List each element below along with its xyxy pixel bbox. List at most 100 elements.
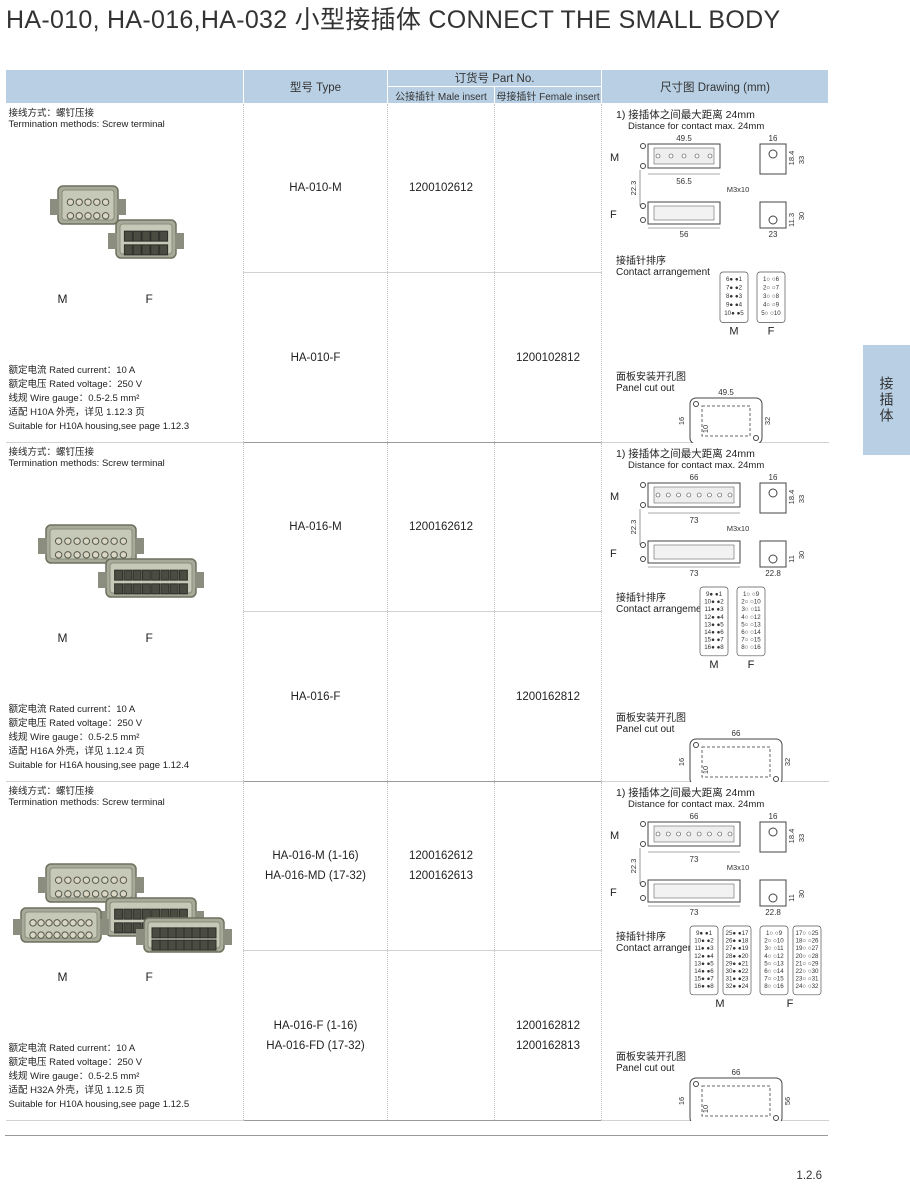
contact-pin-label: 17○ ○25 [796, 930, 820, 937]
contact-pin-label: 4○ ○12 [741, 614, 761, 621]
contact-pin-label: 16● ●8 [704, 644, 724, 651]
termination-cn: 接线方式：螺钉压接 [8, 447, 95, 458]
spec-table: 型号 Type 订货号 Part No. 尺寸图 Drawing (mm) 公接… [5, 69, 830, 1121]
dimension-label: 73 [690, 516, 699, 525]
type-value: HA-010-M [289, 182, 342, 194]
arrangement-label-m: M [715, 998, 724, 1010]
female-insert-cell: 1200162812 [493, 611, 603, 782]
dimension-label: 56 [680, 230, 689, 239]
dimension-label: 66 [732, 729, 741, 738]
contact-pin-label: 32● ●24 [726, 983, 750, 990]
contact-pin-label: 5○ ○13 [741, 621, 761, 628]
contact-pin-label: 7○ ○15 [741, 637, 761, 644]
female-photo-2 [134, 912, 234, 965]
dimension-label: 30 [797, 890, 806, 898]
male-photo [36, 858, 146, 915]
female-insert-cell [493, 103, 603, 273]
dimension-label: 66 [690, 473, 699, 482]
rating-line: 线规 Wire gauge：0.5-2.5 mm² [8, 1071, 140, 1082]
rating-line: 额定电压 Rated voltage：250 V [8, 1057, 143, 1068]
cutout-cn: 面板安装开孔图 [616, 1052, 687, 1063]
contact-distance-en: Distance for contact max. 24mm [628, 799, 765, 810]
male-insert-cell: 1200162612 [387, 442, 495, 612]
contact-pin-label: 25● ●17 [726, 930, 750, 937]
contact-pin-label: 2○ ○10 [741, 599, 761, 606]
header-female-insert: 母接插针 Female insert [493, 86, 603, 104]
contact-pin-label: 6○ ○14 [764, 968, 784, 975]
rating-line: 适配 H32A 外壳，详见 1.12.5 页 [8, 1085, 145, 1096]
dimension-label: 16 [677, 1097, 686, 1105]
contact-pin-label: 9● ●1 [696, 930, 713, 937]
male-photo [36, 519, 146, 576]
drawing-label-f: F [610, 887, 617, 899]
arrangement-en: Contact arrangement [616, 267, 710, 278]
male-insert-cell [387, 272, 495, 443]
contact-pin-label: 1○ ○6 [763, 276, 780, 283]
contact-pin-label: 14● ●6 [704, 629, 724, 636]
label-m: M [57, 292, 68, 306]
type-cell: HA-016-M [243, 442, 388, 612]
cutout-en: Panel cut out [616, 724, 675, 735]
female-insert-cell [493, 442, 603, 612]
contact-pin-label: 29● ●21 [726, 960, 750, 967]
header-blank [5, 69, 244, 104]
contact-pin-label: 1○ ○9 [743, 591, 760, 598]
table-row: HA-016-F 1200162812 [6, 611, 829, 782]
rating-line: 适配 H10A 外壳，详见 1.12.3 页 [8, 407, 145, 418]
arrangement-female-box [756, 271, 786, 323]
dimension-label: M3x10 [727, 185, 750, 194]
male-photo [48, 180, 128, 237]
dimension-label: M3x10 [727, 863, 750, 872]
type-cell: HA-016-F (1-16)HA-016-FD (17-32) [243, 950, 388, 1121]
termination-en: Termination methods: Screw terminal [8, 119, 165, 130]
label-f: F [145, 292, 153, 306]
contact-pin-label: 16● ●8 [694, 983, 714, 990]
dimension-label: 22.3 [629, 181, 638, 196]
header-type: 型号 Type [243, 69, 388, 104]
type-cell: HA-016-F [243, 611, 388, 782]
rating-line: 额定电压 Rated voltage：250 V [8, 379, 143, 390]
table-row: HA-016-F (1-16)HA-016-FD (17-32) 12001628… [6, 950, 829, 1121]
cutout-cn: 面板安装开孔图 [616, 372, 687, 383]
dimension-label: 16 [769, 473, 778, 482]
contact-pin-label: 21○ ○29 [796, 960, 820, 967]
female-photo [96, 553, 206, 610]
contact-pin-label: 19○ ○27 [796, 945, 820, 952]
dimension-label: 11 [787, 894, 796, 902]
male-insert-cell [387, 950, 495, 1121]
arrangement-male-box [699, 586, 729, 657]
contact-pin-label: 5○ ○10 [761, 310, 781, 317]
termination-cn: 接线方式：螺钉压接 [8, 108, 95, 119]
contact-pin-label: 28● ●20 [726, 953, 750, 960]
side-tab-label: 接插体 [878, 376, 895, 424]
female-part-number: 1200162813 [516, 1039, 580, 1052]
contact-pin-label: 11● ●3 [694, 945, 714, 952]
dimension-label: 11 [787, 555, 796, 563]
dimension-label: 22.8 [765, 569, 781, 578]
contact-pin-label: 12● ●4 [704, 614, 724, 621]
arrangement-female-box [736, 586, 766, 657]
arrangement-en: Contact arrangement [616, 943, 710, 954]
contact-pin-label: 13● ●5 [704, 621, 724, 628]
label-m: M [57, 970, 68, 984]
contact-pin-label: 2○ ○10 [764, 938, 784, 945]
contact-pin-label: 4○ ○12 [764, 953, 784, 960]
rating-line: 额定电流 Rated current：10 A [8, 704, 136, 715]
type-value: HA-010-F [290, 351, 341, 364]
male-part-number: 1200102612 [409, 182, 473, 194]
type-value: HA-016-FD (17-32) [266, 1039, 365, 1052]
contact-pin-label: 8● ●3 [726, 293, 743, 300]
contact-pin-label: 8○ ○16 [741, 644, 761, 651]
rating-line: 额定电流 Rated current：10 A [8, 1043, 136, 1054]
